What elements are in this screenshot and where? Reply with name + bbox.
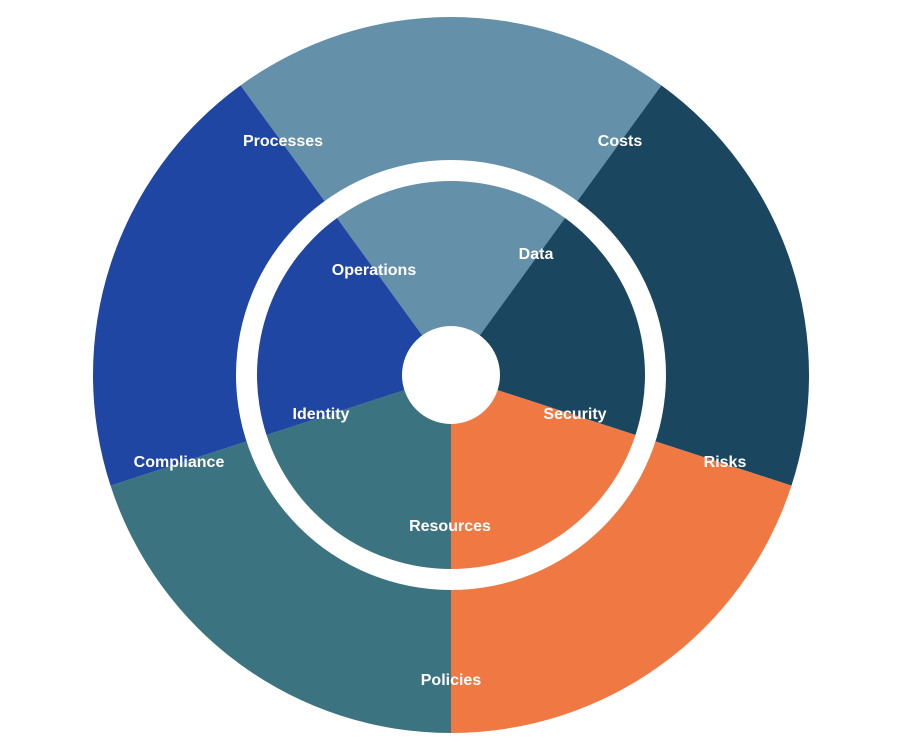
inner-label-data: Data bbox=[519, 246, 554, 263]
inner-label-resources: Resources bbox=[409, 518, 491, 535]
inner-label-operations: Operations bbox=[332, 262, 417, 279]
inner-label-security: Security bbox=[543, 406, 606, 423]
inner-segment-identity bbox=[266, 375, 451, 569]
outer-label-risks: Risks bbox=[704, 454, 747, 471]
inner-segment-resources bbox=[451, 375, 636, 569]
outer-label-policies: Policies bbox=[421, 672, 482, 689]
outer-label-costs: Costs bbox=[598, 133, 643, 150]
outer-label-processes: Processes bbox=[243, 133, 323, 150]
inner-label-identity: Identity bbox=[293, 406, 350, 423]
inner-segment-data bbox=[336, 180, 566, 375]
outer-label-compliance: Compliance bbox=[134, 454, 225, 471]
center-hub bbox=[402, 326, 500, 424]
